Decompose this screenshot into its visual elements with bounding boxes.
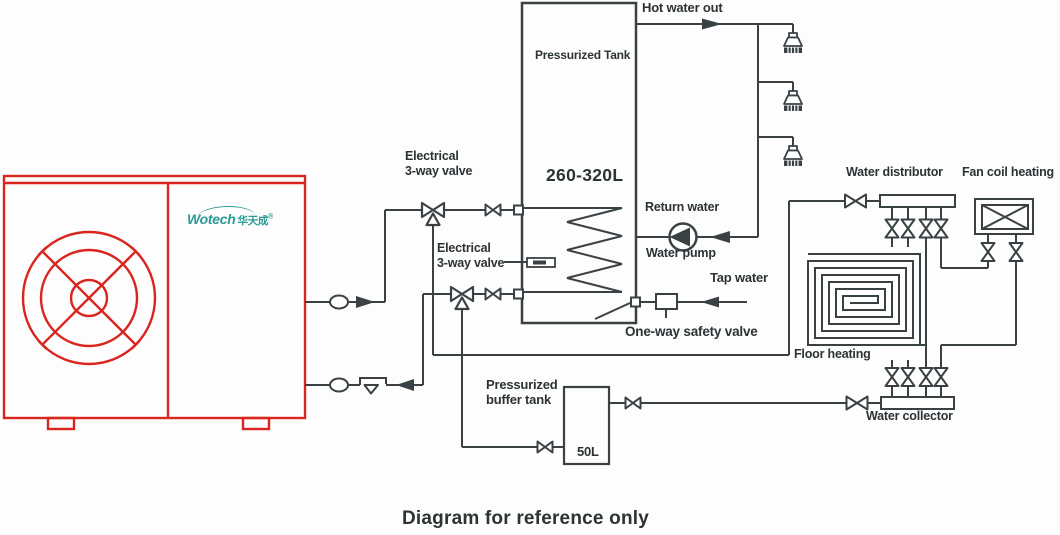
tank-capacity-label: 260-320L [546, 165, 624, 185]
y-strainer-icon [359, 377, 387, 395]
shower-head-icon [783, 145, 803, 167]
buffer-tank [562, 385, 611, 466]
shutoff-valve-icon [900, 218, 916, 239]
shutoff-valve-icon [484, 287, 502, 301]
shutoff-valve-icon [933, 218, 949, 239]
heater-element-icon [526, 257, 556, 268]
logo-text-cn: 华天成 [237, 215, 269, 227]
shutoff-valve-icon [845, 395, 869, 411]
shutoff-valve-icon [918, 367, 934, 387]
heat-pump-foot [241, 416, 271, 431]
safety-valve-icon [655, 293, 678, 310]
electrical-3way-valve-label-b: Electrical 3-way valve [437, 241, 505, 270]
shutoff-valve-icon [536, 440, 554, 454]
footer-note: Diagram for reference only [402, 508, 650, 529]
flow-arrow-icon [710, 231, 730, 243]
three-way-valve-icon [420, 201, 446, 227]
three-way-valve-icon [449, 285, 475, 311]
shower-head-icon [783, 90, 803, 112]
flow-arrow-icon [356, 296, 375, 308]
shutoff-valve-icon [484, 203, 502, 217]
water-pump-icon [668, 222, 698, 252]
flex-joint-icon [329, 294, 349, 310]
flow-arrow-icons [356, 18, 730, 391]
shutoff-valve-icon [1008, 242, 1024, 262]
pressurized-buffer-tank-label: Pressurized buffer tank [486, 377, 558, 408]
shower-head-icon [783, 32, 803, 54]
shutoff-valve-icon [980, 242, 996, 262]
pressurized-tank-label: Pressurized Tank [535, 48, 631, 62]
shutoff-valve-icon [624, 396, 642, 410]
heat-pump-foot [46, 416, 76, 431]
floor-heating-coil [807, 253, 926, 346]
water-collector-unit [880, 396, 955, 410]
fan-coil-unit [974, 198, 1034, 235]
fan-icon [21, 230, 157, 366]
water-pump-label: Water pump [646, 246, 716, 260]
fan-coil-heating-label: Fan coil heating [962, 165, 1054, 179]
flow-arrow-icon [396, 379, 414, 391]
shutoff-valve-icon [918, 218, 934, 239]
heat-pump-unit [2, 174, 307, 431]
pressurized-tank [513, 1, 641, 325]
water-distributor-label: Water distributor [846, 165, 943, 179]
tank-port [513, 204, 524, 216]
buffer-capacity-label: 50L [577, 444, 599, 459]
heating-coil [524, 207, 623, 293]
water-collector-label: Water collector [866, 409, 953, 423]
tap-water-label: Tap water [710, 270, 768, 285]
dip-tube [594, 302, 631, 320]
shutoff-valve-icon [884, 367, 900, 387]
registered-mark: ® [268, 213, 273, 221]
one-way-safety-valve-label: One-way safety valve [625, 324, 758, 339]
flex-joint-icon [329, 377, 349, 393]
logo-text: Wotech [187, 211, 236, 227]
tank-port [630, 296, 641, 308]
water-distributor-unit [879, 194, 956, 208]
flow-arrow-icon [702, 18, 722, 30]
electrical-3way-valve-label-a: Electrical 3-way valve [405, 149, 473, 178]
shutoff-valve-icon [933, 367, 949, 387]
hot-water-out-label: Hot water out [642, 0, 723, 15]
shutoff-valve-icon [900, 367, 916, 387]
shutoff-valve-icon [884, 218, 900, 239]
floor-heating-label: Floor heating [794, 347, 871, 361]
tank-port [513, 288, 524, 300]
return-water-label: Return water [645, 200, 720, 214]
flow-arrow-icon [701, 296, 719, 308]
flex-joint-icons [329, 294, 349, 393]
shutoff-valve-icon [844, 193, 867, 209]
